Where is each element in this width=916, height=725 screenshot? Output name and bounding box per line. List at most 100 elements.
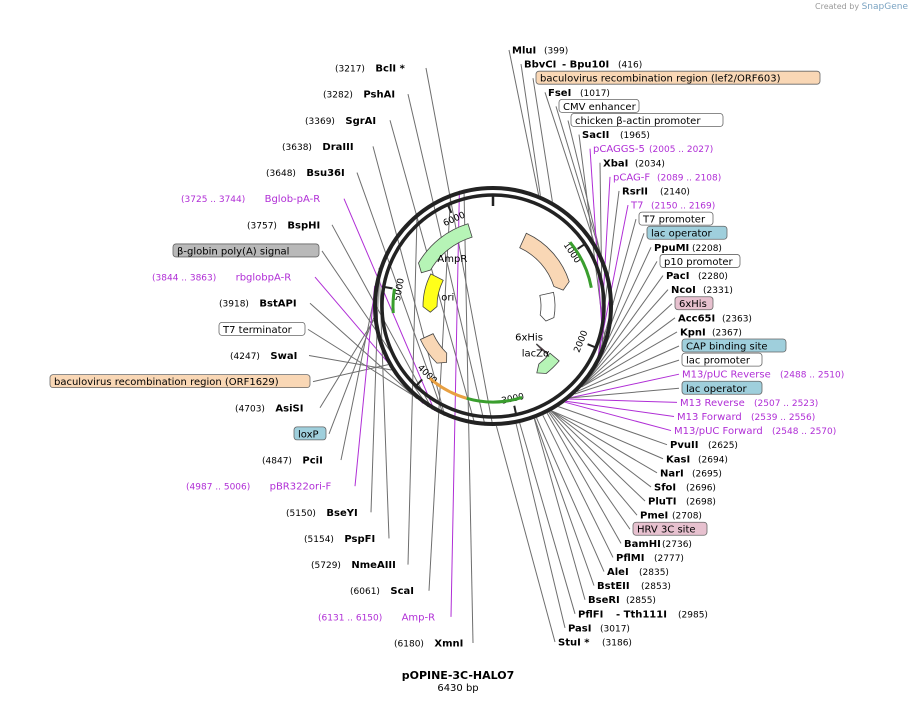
annotation-enzyme-pvuii[interactable]: PvuII(2625) <box>670 440 738 451</box>
annotation-enzyme-pflfi[interactable]: PflFI- Tth111I(2985) <box>578 609 708 620</box>
annotation-feature-hrv-3c-site[interactable]: HRV 3C site <box>632 521 708 536</box>
annotation-primer-m13-forward[interactable]: M13 Forward(2539 .. 2556) <box>677 412 815 423</box>
annotation-feature-p10-promoter[interactable]: p10 promoter <box>659 254 741 268</box>
annotation-feature-loxp[interactable]: loxP <box>293 426 327 441</box>
annotation-enzyme-ppumi[interactable]: PpuMI(2208) <box>654 243 722 254</box>
annotation-enzyme-sgrai[interactable]: (3369)SgrAI <box>305 116 376 127</box>
annotation-enzyme-pshai[interactable]: (3282)PshAI <box>323 90 395 101</box>
leader-line <box>370 268 380 513</box>
primer-pos: (6131 .. 6150) <box>318 613 382 623</box>
annotation-feature-t7-promoter[interactable]: T7 promoter <box>638 211 714 226</box>
feature-label-box <box>632 521 708 536</box>
feature-label-text: chicken β-actin promoter <box>575 116 701 127</box>
feature-arrow-ampr <box>418 223 473 274</box>
annotation-enzyme-swai[interactable]: (4247)SwaI <box>230 351 297 362</box>
annotation-enzyme-acc65i[interactable]: Acc65I(2363) <box>678 313 752 324</box>
annotation-feature-lac-operator[interactable]: lac operator <box>681 380 763 395</box>
annotation-enzyme-kasi[interactable]: KasI(2694) <box>666 454 728 465</box>
leader-line <box>308 355 392 371</box>
feature-label-text: lac operator <box>651 229 712 240</box>
annotation-primer-t7[interactable]: T7(2150 .. 2169) <box>630 201 715 212</box>
ring-tick <box>446 204 453 214</box>
annotation-enzyme-nmeaiii[interactable]: (5729)NmeAIII <box>311 560 396 571</box>
primer-name: T7 <box>630 201 643 212</box>
annotation-enzyme-xmni[interactable]: (6180)XmnI <box>394 639 463 650</box>
annotation-primer-m13-reverse[interactable]: M13 Reverse(2507 .. 2523) <box>680 398 818 409</box>
feature-label-text: 6xHis <box>679 299 707 310</box>
annotation-feature-6xhis[interactable]: 6xHis <box>674 296 714 311</box>
annotation-enzyme-bseri[interactable]: BseRI(2855) <box>588 595 656 606</box>
annotation-enzyme-pcii[interactable]: (4847)PciI <box>262 456 323 467</box>
annotation-enzyme-scai[interactable]: (6061)ScaI <box>350 586 414 597</box>
annotation-enzyme-mlui[interactable]: MluI(399) <box>512 46 568 57</box>
ring-tick-label: 5000 <box>393 277 407 302</box>
feature-label-ori: ori <box>441 292 454 303</box>
annotation-enzyme-bsphi[interactable]: (3757)BspHI <box>247 220 320 231</box>
primer-pos: (3844 .. 3863) <box>152 274 216 284</box>
annotation-enzyme-bbvci[interactable]: BbvCI- Bpu10I(416) <box>524 60 642 71</box>
enzyme-pos: (2695) <box>692 469 722 479</box>
enzyme-name: XbaI <box>603 158 628 169</box>
feature-arrow-ori <box>422 273 444 313</box>
annotation-feature-baculovirus-recombination-region-lef2-orf603[interactable]: baculovirus recombination region (lef2/O… <box>535 70 821 85</box>
annotation-enzyme-bcli[interactable]: (3217)BclI * <box>335 64 406 75</box>
annotation-primer-bglob-pa-r[interactable]: (3725 .. 3744)Bglob-pA-R <box>181 194 320 205</box>
annotation-feature-t7-terminator[interactable]: T7 terminator <box>218 321 306 336</box>
enzyme-name: SacII <box>582 130 609 141</box>
annotation-enzyme-alei[interactable]: AleI(2835) <box>607 567 669 578</box>
annotation-enzyme-pasi[interactable]: PasI(3017) <box>568 623 630 634</box>
annotation-enzyme-rsrii[interactable]: RsrII(2140) <box>622 186 690 197</box>
enzyme-pos: (2708) <box>672 512 702 522</box>
primer-pos: (2488 .. 2510) <box>780 371 844 381</box>
annotation-enzyme-bseyi[interactable]: (5150)BseYI <box>286 508 358 519</box>
annotation-enzyme-nari[interactable]: NarI(2695) <box>660 468 722 479</box>
feature-label-box <box>659 254 741 268</box>
enzyme-pos: (2280) <box>698 272 728 282</box>
feature-strand-arc <box>428 377 468 400</box>
feature-label-box <box>570 113 724 127</box>
annotation-enzyme-ncoi[interactable]: NcoI(2331) <box>671 285 733 296</box>
annotation-enzyme-kpni[interactable]: KpnI(2367) <box>680 327 742 338</box>
annotation-enzyme-bsteii[interactable]: BstEII(2853) <box>597 581 671 592</box>
annotation-enzyme-stui[interactable]: StuI *(3186) <box>558 638 632 649</box>
enzyme-pos: (2694) <box>698 455 728 465</box>
annotation-feature-lac-operator[interactable]: lac operator <box>646 225 728 240</box>
annotation-feature-baculovirus-recombination-region-orf1629[interactable]: baculovirus recombination region (ORF162… <box>49 374 311 389</box>
enzyme-pos: (2696) <box>686 483 716 493</box>
feature-label-6xhis: 6xHis <box>515 333 543 344</box>
enzyme-extra: - Bpu10I <box>562 60 609 71</box>
annotation-enzyme-pluti[interactable]: PluTI(2698) <box>648 497 716 508</box>
annotation-primer-pbr322ori-f[interactable]: (4987 .. 5006)pBR322ori-F <box>186 482 331 493</box>
backbone-outer-ring <box>373 186 613 426</box>
annotation-primer-m13-puc-forward[interactable]: M13/pUC Forward(2548 .. 2570) <box>674 426 836 437</box>
feature-label-text: lac promoter <box>686 356 751 367</box>
annotation-primer-pcag-f[interactable]: pCAG-F(2089 .. 2108) <box>613 172 721 183</box>
enzyme-pos: (2034) <box>635 159 665 169</box>
annotation-primer-m13-puc-reverse[interactable]: M13/pUC Reverse(2488 .. 2510) <box>682 370 844 381</box>
annotation-feature-chicken-actin-promoter[interactable]: chicken β-actin promoter <box>570 113 724 127</box>
annotation-enzyme-pspfi[interactable]: (5154)PspFI <box>304 534 375 545</box>
enzyme-pos: (3282) <box>323 91 353 101</box>
annotation-feature-cap-binding-site[interactable]: CAP binding site <box>681 338 787 353</box>
annotation-enzyme-draiii[interactable]: (3638)DraIII <box>282 142 354 153</box>
annotation-primer-rbglobpa-r[interactable]: (3844 .. 3863)rbglobpA-R <box>152 273 291 284</box>
annotation-enzyme-fsei[interactable]: FseI(1017) <box>548 88 610 99</box>
annotation-enzyme-sacii[interactable]: SacII(1965) <box>582 130 650 141</box>
annotation-enzyme-asisi[interactable]: (4703)AsiSI <box>235 403 303 414</box>
annotation-enzyme-paci[interactable]: PacI(2280) <box>666 271 728 282</box>
annotation-enzyme-sfoi[interactable]: SfoI(2696) <box>654 482 716 493</box>
leader-line <box>558 406 668 446</box>
annotation-enzyme-bstapi[interactable]: (3918)BstAPI <box>219 299 297 310</box>
annotation-enzyme-pflmi[interactable]: PflMI(2777) <box>616 553 684 564</box>
annotation-primer-pcaggs-5[interactable]: pCAGGS-5(2005 .. 2027) <box>593 144 713 155</box>
enzyme-name: BstEII <box>597 581 630 592</box>
annotation-primer-amp-r[interactable]: (6131 .. 6150)Amp-R <box>318 612 435 623</box>
annotation-feature-lac-promoter[interactable]: lac promoter <box>681 352 763 367</box>
annotation-enzyme-pmei[interactable]: PmeI(2708) <box>640 511 702 522</box>
annotation-feature-cmv-enhancer[interactable]: CMV enhancer <box>558 98 640 113</box>
annotation-enzyme-xbai[interactable]: XbaI (2034) <box>603 158 665 169</box>
annotation-feature-globin-poly-a-signal[interactable]: β-globin poly(A) signal <box>172 243 320 257</box>
annotation-enzyme-bamhi[interactable]: BamHI(2736) <box>624 539 692 550</box>
annotation-enzyme-bsu36i[interactable]: (3648)Bsu36I <box>266 168 345 179</box>
primer-pos: (2005 .. 2027) <box>649 145 713 155</box>
